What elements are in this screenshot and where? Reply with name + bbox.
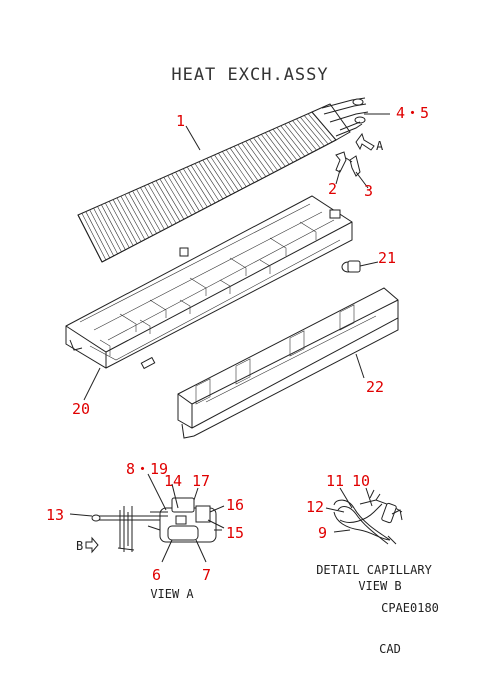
diagram-title: HEAT EXCH.ASSY [171, 65, 328, 85]
drawing-code: CPAE0180 [381, 601, 439, 615]
callout-22: 22 [366, 378, 384, 396]
callout-11: 11 [326, 472, 344, 490]
callout-20: 20 [72, 400, 90, 418]
callout-8-19: 8・19 [126, 460, 168, 478]
view-b-arrow-label: B [76, 539, 83, 553]
callout-12: 12 [306, 498, 324, 516]
callout-3: 3 [364, 182, 373, 200]
view-a-arrow-label: A [376, 139, 384, 153]
view-b-arrow: B [76, 536, 99, 554]
drain-pan-frame [65, 195, 353, 370]
callouts: 1 4・5 2 3 21 22 20 8・19 14 17 16 15 13 6… [46, 104, 429, 584]
leader-lines [69, 113, 390, 563]
callout-1: 1 [176, 112, 185, 130]
detail-caption-line1: DETAIL CAPILLARY [316, 563, 432, 577]
callout-15: 15 [226, 524, 244, 542]
callout-21: 21 [378, 249, 396, 267]
view-a-arrow: A [355, 132, 384, 153]
callout-2: 2 [328, 180, 337, 198]
callout-13: 13 [46, 506, 64, 524]
view-a-caption: VIEW A [150, 587, 194, 601]
view-a-assembly [91, 497, 225, 552]
callout-10: 10 [352, 472, 370, 490]
callout-4-5: 4・5 [396, 104, 429, 122]
cad-label: CAD [379, 642, 401, 656]
callout-7: 7 [202, 566, 211, 584]
callout-14: 14 [164, 472, 182, 490]
capillary-detail [333, 489, 403, 545]
callout-17: 17 [192, 472, 210, 490]
heat-exchanger-coil [77, 97, 369, 263]
detail-caption-line2: VIEW B [358, 579, 401, 593]
drain-cap-21 [341, 260, 361, 273]
front-panel-plate [177, 287, 399, 439]
callout-9: 9 [318, 524, 327, 542]
callout-6: 6 [152, 566, 161, 584]
callout-16: 16 [226, 496, 244, 514]
